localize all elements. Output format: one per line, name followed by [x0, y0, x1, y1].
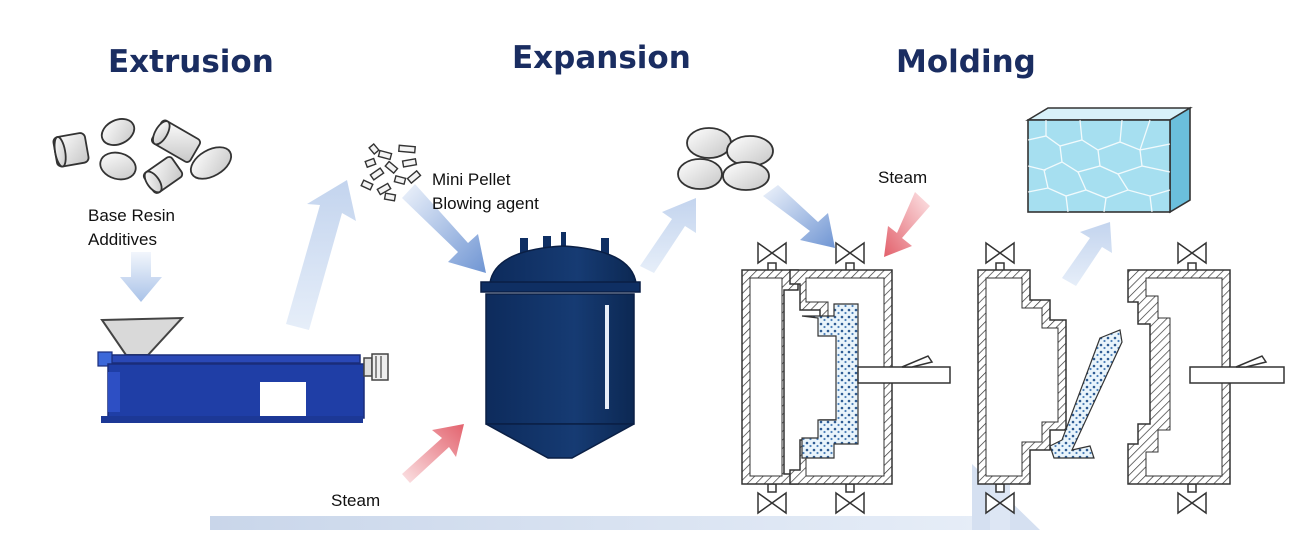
flow-arrow-into-mold — [763, 185, 835, 248]
label-steam-molding: Steam — [878, 168, 928, 187]
closed-mold — [741, 241, 951, 515]
flow-arrow-up-1 — [286, 180, 356, 330]
stage-title-expansion: Expansion — [512, 40, 691, 76]
stage-title-extrusion: Extrusion — [108, 44, 274, 80]
label-mini-pellet: Mini Pellet — [432, 170, 511, 189]
mini-pellets — [360, 143, 422, 202]
label-steam-reactor: Steam — [331, 491, 381, 510]
flow-arrow-up-2 — [640, 198, 696, 273]
base-resin-pellets — [52, 118, 233, 194]
feed-arrow-icon — [120, 252, 162, 302]
foam-block — [1025, 106, 1193, 214]
opened-mold — [977, 241, 1285, 515]
steam-arrow-mold-icon — [884, 192, 930, 257]
flow-arrow-into-reactor — [402, 184, 486, 273]
expanded-beads — [677, 127, 774, 191]
label-blowing-agent: Blowing agent — [432, 194, 539, 213]
steam-arrow-reactor-icon — [402, 424, 464, 483]
label-base-resin: Base Resin — [88, 206, 175, 225]
label-additives: Additives — [88, 230, 157, 249]
stage-title-molding: Molding — [896, 44, 1036, 80]
pressure-reactor — [480, 232, 641, 459]
extruder — [97, 316, 389, 423]
flow-arrow-up-3 — [1062, 222, 1112, 286]
